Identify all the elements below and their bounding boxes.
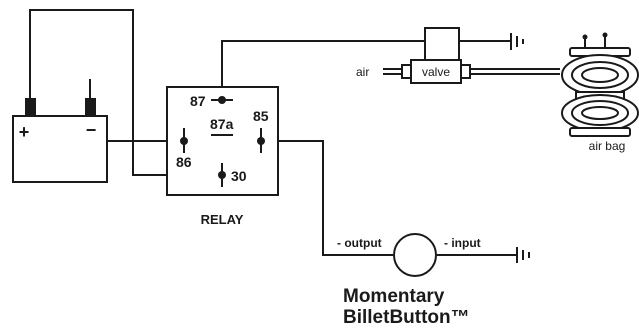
air-bag-label: air bag xyxy=(589,139,626,153)
air-bag-icon xyxy=(561,32,639,137)
battery-positive-label: + xyxy=(19,122,30,142)
switch-output-label: - output xyxy=(337,236,382,250)
ground-icon xyxy=(516,247,530,263)
push-button-icon xyxy=(393,233,437,277)
switch-name-line1: Momentary xyxy=(343,286,445,307)
relay-pin-85-label: 85 xyxy=(253,108,269,124)
switch-name-line2: BilletButton™ xyxy=(343,307,470,328)
battery-icon xyxy=(12,98,108,183)
relay-label: RELAY xyxy=(201,212,244,227)
relay-internals xyxy=(180,96,265,187)
relay-pin-87a-label: 87a xyxy=(210,116,234,132)
battery-negative-label: − xyxy=(86,120,97,140)
air-inlet-label: air xyxy=(356,65,369,79)
relay-pin-87-label: 87 xyxy=(190,93,206,109)
switch-input-label: - input xyxy=(444,236,481,250)
relay-pin-30-label: 30 xyxy=(231,168,247,184)
valve-label: valve xyxy=(422,65,450,79)
valve-solenoid xyxy=(383,27,560,84)
ground-icon xyxy=(510,33,524,50)
relay-pin-86-label: 86 xyxy=(176,154,192,170)
wiring xyxy=(29,9,517,256)
